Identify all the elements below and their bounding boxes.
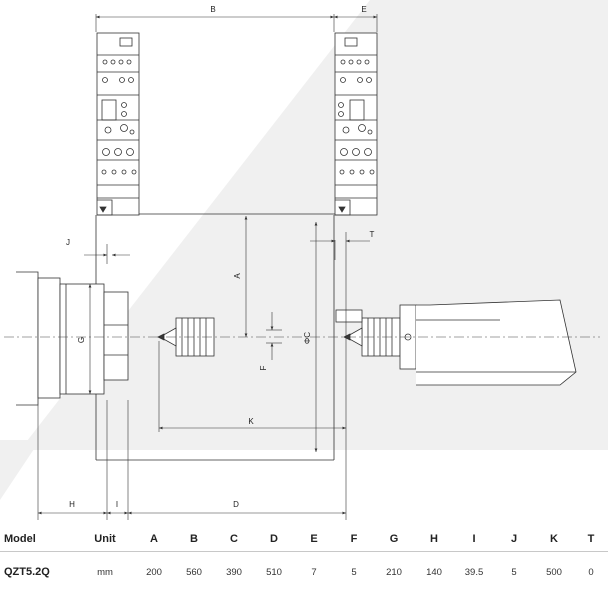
dim-J-label: J <box>66 238 70 247</box>
dim-E-label: E <box>361 5 366 14</box>
header-f: F <box>334 527 374 552</box>
header-a: A <box>134 527 174 552</box>
cell-j: 5 <box>511 566 517 578</box>
dim-H-label: H <box>69 500 75 509</box>
cell-unit: mm <box>97 566 113 578</box>
dim-B-label: B <box>210 5 215 14</box>
spec-table-header: Model Unit A B C D E F G H I J K T <box>0 527 608 552</box>
header-j: J <box>494 527 534 552</box>
cell-c: 390 <box>226 566 242 578</box>
dim-D-label: D <box>233 500 239 509</box>
cell-h: 140 <box>426 566 442 578</box>
cell-f: 5 <box>351 566 357 578</box>
cell-model: QZT5.2Q <box>4 566 50 578</box>
header-c: C <box>214 527 254 552</box>
left-spindle <box>16 271 129 406</box>
dim-F-label: F <box>259 365 268 370</box>
header-e: E <box>294 527 334 552</box>
cell-t: 0 <box>588 566 594 578</box>
cell-k: 500 <box>546 566 562 578</box>
header-g: G <box>374 527 414 552</box>
dim-G-label: G <box>77 337 86 343</box>
header-d: D <box>254 527 294 552</box>
header-h: H <box>414 527 454 552</box>
right-center <box>335 299 577 386</box>
header-k: K <box>534 527 574 552</box>
header-model: Model <box>0 527 76 552</box>
header-i: I <box>454 527 494 552</box>
dim-I-label: I <box>116 500 118 509</box>
right-stripper-module <box>334 32 378 216</box>
header-unit: Unit <box>76 527 134 552</box>
dim-A-label: A <box>233 273 242 279</box>
left-center <box>157 317 215 357</box>
cell-g: 210 <box>386 566 402 578</box>
dim-C-label: ΦC <box>303 332 312 344</box>
cell-e: 7 <box>311 566 317 578</box>
technical-drawing: B E A F ΦC T J G K H I D <box>4 5 600 520</box>
header-b: B <box>174 527 214 552</box>
cell-a: 200 <box>146 566 162 578</box>
dim-T-label: T <box>370 230 375 239</box>
dim-K-label: K <box>248 417 254 426</box>
header-t: T <box>574 527 608 552</box>
left-stripper-module <box>96 32 140 216</box>
cell-b: 560 <box>186 566 202 578</box>
cell-i: 39.5 <box>464 566 484 578</box>
spec-table: Model Unit A B C D E F G H I J K T QZT5.… <box>0 527 608 592</box>
table-row: QZT5.2Q mm 200 560 390 510 7 5 210 140 3… <box>0 552 608 593</box>
cell-d: 510 <box>266 566 282 578</box>
